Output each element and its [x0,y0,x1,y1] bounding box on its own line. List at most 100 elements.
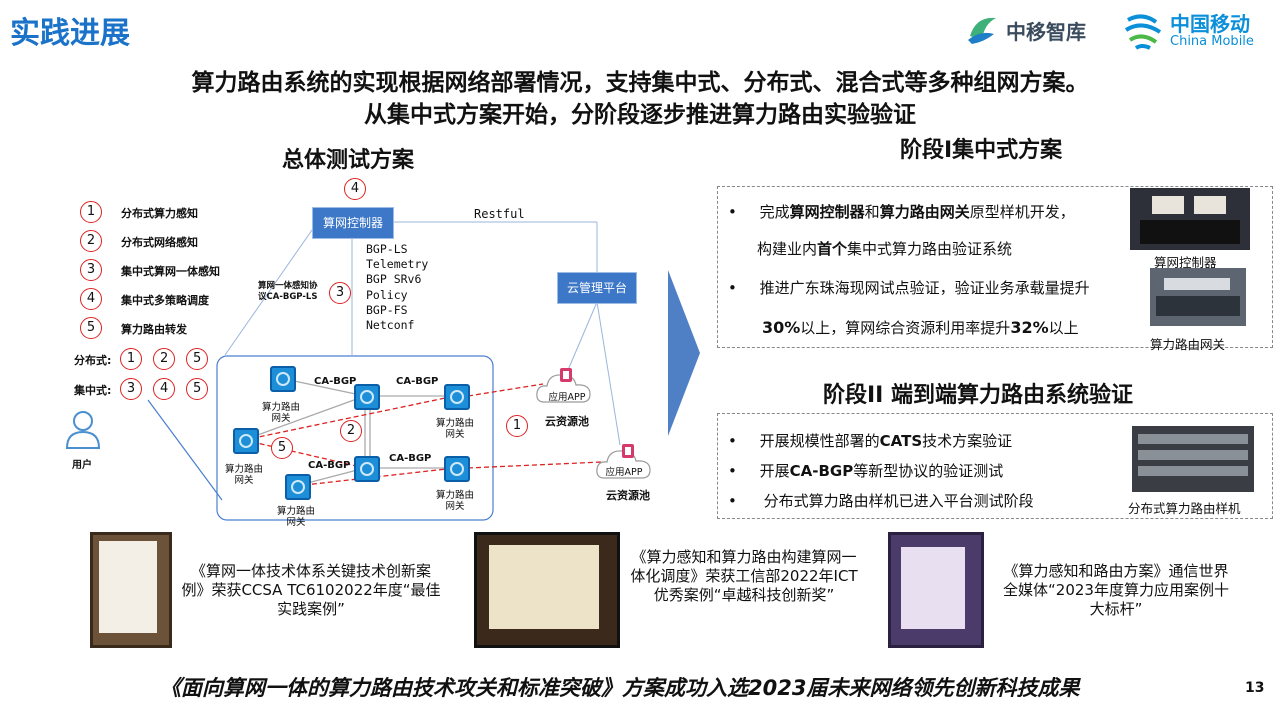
photo-detail [1164,278,1230,290]
text-run-bold: 32% [1010,318,1049,337]
distributed-num: 1 [120,348,142,370]
user-label: 用户 [72,460,92,471]
bullet: • [728,203,737,221]
award-text-3: 《算力感知和路由方案》通信世界全媒体“2023年度算力应用案例十大标杆” [1003,562,1229,618]
photo-detail [1194,196,1226,214]
ca-bgp-label: CA-BGP [314,376,357,387]
cloud-pool-label: 云资源池 [545,415,589,428]
centralized-label: 集中式: [74,384,112,397]
protocol-note: 算网一体感知协 议CA-BGP-LS [258,281,318,303]
diagram-num-badge: 5 [271,437,293,459]
photo-detail [1138,434,1248,444]
cloud-management-platform: 云管理平台 [557,272,637,304]
cloud-icon [536,368,591,403]
router-icon [354,456,380,482]
photo-detail [1140,220,1240,244]
legend-num: 2 [80,230,102,252]
gateway-photo-caption: 算力路由网关 [1150,337,1226,352]
router-label-line: 网关 [271,413,291,424]
text-run: 技术方案验证 [922,432,1013,450]
legend-label: 分布式网络感知 [121,236,198,249]
china-mobile-logo: 中国移动 China Mobile [1122,6,1272,52]
award-certificate-3 [888,532,984,648]
text-run: 等新型协议的验证测试 [853,462,1004,480]
router-label: 算力路由网关 [221,464,267,486]
zhongyi-logo: 中移智库 [966,10,1106,50]
legend-label: 分布式算力感知 [121,207,198,220]
stage2-title: 阶段II 端到端算力路由系统验证 [823,383,1134,408]
router-label: 算力路由网关 [273,506,319,528]
photo-detail [1138,450,1248,460]
protocol-item: BGP SRv6 [366,272,422,287]
legend-item-3: 3 集中式算网一体感知 [80,258,220,281]
page-number: 13 [1245,680,1265,696]
router-label: 算力路由网关 [258,402,304,424]
distributed-num: 5 [186,348,209,370]
text-run: 以上，算网综合资源利用率提升 [800,319,1011,337]
text-run: 开展规模性部署的 [759,432,880,450]
china-mobile-logo-cn: 中国移动 [1170,12,1250,36]
award-text-2: 《算力感知和算力路由构建算网一体化调度》荣获工信部2022年ICT优秀案例“卓越… [630,548,858,604]
award-certificate-1 [90,532,172,648]
text-run-bold: CATS [879,432,923,450]
router-label-line: 算力路由 [435,418,474,429]
text-run: 分布式算力路由样机已进入平台测试阶段 [763,492,1034,510]
router-label-line: 网关 [445,429,465,440]
bullet: • [728,432,737,450]
legend-label: 集中式算网一体感知 [121,265,220,278]
centralized-num: 5 [186,378,209,400]
zhongyi-logo-icon [968,17,996,44]
cloud-icon [596,444,651,479]
award-certificate-paper [901,547,965,629]
stage1-bullet-2-line-2: 30%以上，算网综合资源利用率提升32%以上 [762,318,1079,338]
diagram-num-badge: 2 [340,420,362,442]
text-run-bold: 算力路由网关 [879,203,970,221]
headline-line-2: 从集中式方案开始，分阶段逐步推进算力路由实验验证 [364,102,916,128]
router-label-line: 算力路由 [276,506,315,517]
legend-num: 5 [80,317,102,339]
controller-num-badge: 4 [344,178,366,200]
ca-bgp-label: CA-BGP [396,376,439,387]
distributed-num: 2 [153,348,176,370]
user-icon [65,411,101,449]
protocol-item: BGP-FS [366,302,408,317]
protocol-item: Telemetry [366,257,429,272]
legend-label: 集中式多策略调度 [121,294,209,307]
legend-item-4: 4 集中式多策略调度 [80,287,209,310]
text-run: 完成 [759,203,790,221]
legend-num: 4 [80,288,102,310]
cloud-pool-label: 云资源池 [606,489,650,502]
bullet: • [728,492,737,510]
router-icon [444,384,470,410]
distributed-label: 分布式: [74,354,112,367]
legend-label: 算力路由转发 [121,323,187,336]
network-controller: 算网控制器 [312,207,394,239]
stage1-bullet-2: • 推进广东珠海现网试点验证，验证业务承载量提升 [728,278,1090,298]
award-certificate-2 [474,532,620,648]
restful-label: Restful [474,207,525,221]
protocol-note-line: 议CA-BGP-LS [258,292,318,302]
ca-bgp-label: CA-BGP [308,460,351,471]
router-label: 算力路由网关 [432,418,478,440]
photo-detail [1152,196,1184,214]
protocol-item: Policy [366,287,408,302]
headline-line-1: 算力路由系统的实现根据网络部署情况，支持集中式、分布式、混合式等多种组网方案。 [191,70,1089,96]
legend-item-2: 2 分布式网络感知 [80,229,198,252]
text-run-bold: 首个 [817,240,848,258]
text-run: 构建业内 [757,240,818,258]
photo-detail [1138,466,1248,476]
stage1-bullet-1-line-2: 构建业内首个集中式算力路由验证系统 [757,239,1012,259]
centralized-num: 3 [120,378,142,400]
legend-item-5: 5 算力路由转发 [80,316,187,339]
app-label: 应用APP [548,392,586,403]
protocol-note-line: 算网一体感知协 [258,281,318,291]
legend-num: 3 [80,259,102,281]
award-text-1: 《算网一体技术体系关键技术创新案例》荣获CCSA TC6102022年度“最佳实… [181,562,441,618]
text-run: 以上 [1048,319,1079,337]
distributed-nums: 1 2 5 [120,347,209,370]
controller-photo [1130,188,1250,250]
router-icon [354,384,380,410]
protocol-list: BGP-LS Telemetry BGP SRv6 Policy BGP-FS … [366,242,428,333]
protocol-item: BGP-LS [366,242,408,256]
router-icon [444,456,470,482]
